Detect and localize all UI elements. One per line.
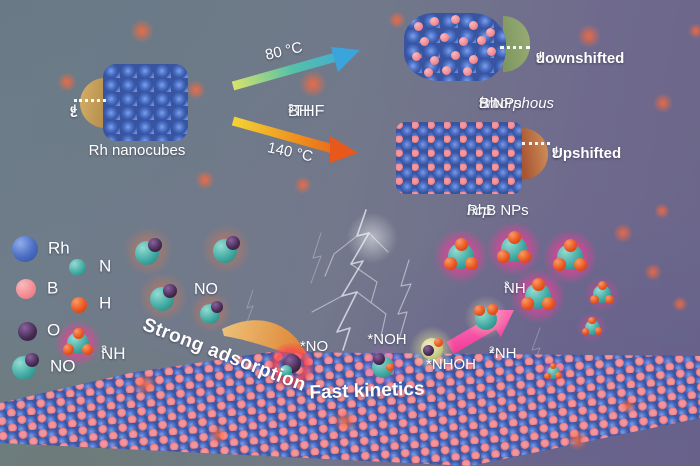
rh-nanocube — [103, 64, 188, 141]
boron-atom — [486, 27, 496, 37]
boron-atom — [450, 50, 460, 60]
boron-atom — [411, 52, 421, 62]
intermediate-noh-label: *NOH — [367, 330, 407, 348]
strong-adsorption-label: Strong adsorption — [139, 314, 309, 396]
boron-atom — [487, 46, 497, 56]
glow-dot — [613, 223, 633, 243]
no-gas-label: NO — [194, 281, 218, 299]
boron-atom — [413, 22, 423, 32]
glow-dot — [577, 24, 601, 48]
boron-atom — [477, 35, 487, 45]
legend-h-label: H — [99, 293, 112, 313]
warm-arrow-140c — [231, 116, 358, 163]
glow-dot — [195, 170, 215, 190]
glow-dot — [566, 429, 588, 451]
glow-dot — [654, 203, 670, 219]
glow-dot — [133, 372, 157, 396]
legend-no-label: NO — [50, 356, 76, 376]
intermediate-no-label: *NO — [299, 337, 329, 355]
boron-atom — [423, 68, 433, 78]
epsilon-dotted-line-amorphous — [500, 46, 530, 49]
glow-dot — [186, 80, 206, 100]
glow-dot — [672, 296, 688, 312]
boron-atom — [468, 20, 478, 30]
boron-atom — [450, 15, 460, 25]
glow-dot — [346, 212, 398, 264]
boron-atom — [430, 16, 440, 26]
epsilon-dotted-line-hcp — [522, 142, 550, 145]
glow-dot — [688, 23, 700, 39]
legend-n-label: N — [99, 256, 112, 276]
hcp-rhb-np — [396, 122, 522, 194]
cool-arrow-80c — [231, 47, 360, 91]
glow-dot — [130, 19, 154, 43]
glow-dot — [653, 93, 673, 113]
glow-dot — [620, 398, 636, 414]
temperature-bottom-label: 140 °C — [265, 139, 315, 166]
glow-dot — [388, 11, 406, 29]
legend-b-label: B — [47, 278, 59, 298]
reactant-label: Rh nanocubes — [88, 141, 186, 159]
epsilon-dotted-line-reactant — [74, 99, 106, 102]
boron-atom — [430, 56, 440, 66]
boron-atom — [458, 37, 468, 47]
boron-atom — [419, 37, 429, 47]
fast-kinetics-label: Fast kinetics — [309, 378, 425, 404]
glow-dot — [644, 263, 662, 281]
intermediate-nhoh-label: *NHOH — [425, 355, 477, 373]
glow-dot — [333, 409, 357, 433]
legend-o-label: O — [47, 320, 61, 340]
temperature-top-label: 80 °C — [263, 38, 305, 64]
glow-dot — [208, 425, 228, 445]
amorphous-rh4b-np — [404, 13, 506, 81]
boron-atom — [462, 66, 472, 76]
boron-atom — [440, 32, 450, 42]
boron-atom — [468, 54, 478, 64]
boron-atom — [442, 65, 452, 75]
glow-dot — [294, 176, 312, 194]
glow-dot — [57, 72, 77, 92]
glow-dot — [299, 70, 327, 98]
legend-rh-label: Rh — [48, 238, 70, 258]
